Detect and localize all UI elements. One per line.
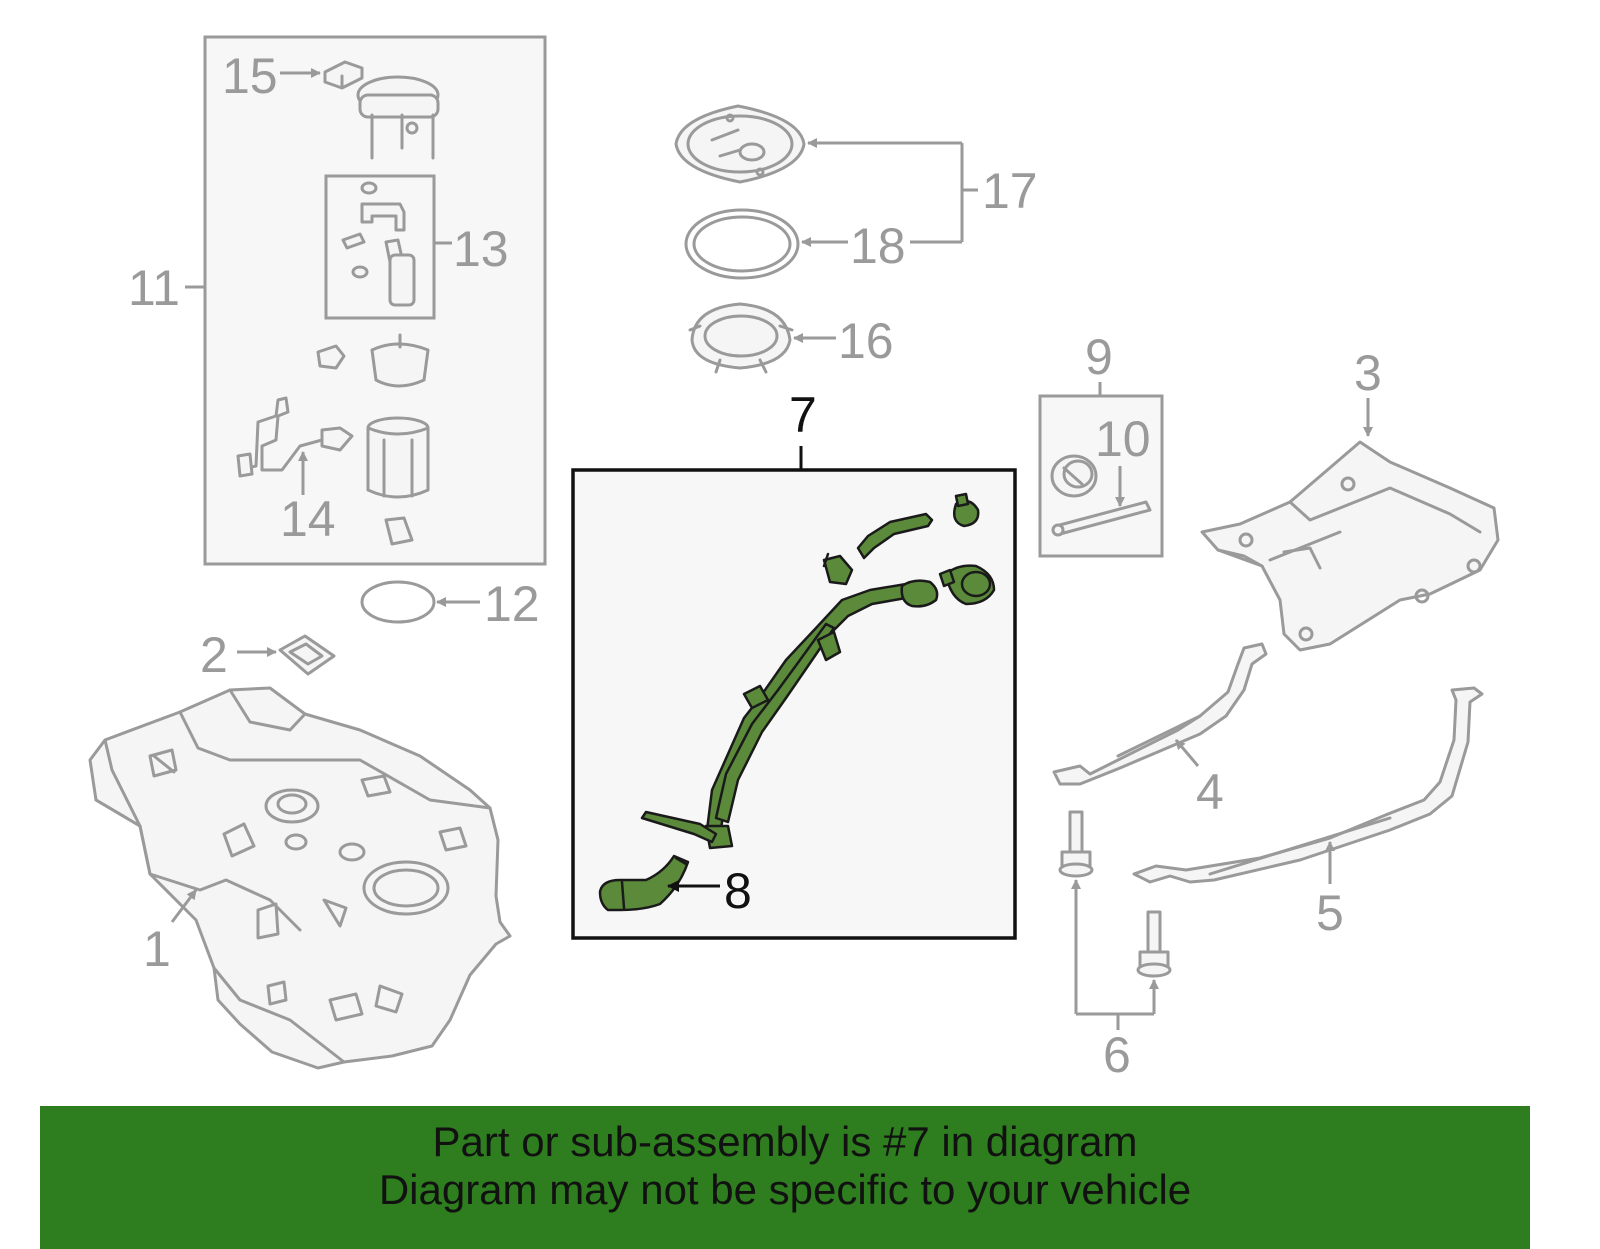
callout-13[interactable]: 13	[453, 221, 509, 277]
part-13-components[interactable]	[341, 181, 416, 307]
banner-line-2: Diagram may not be specific to your vehi…	[378, 1166, 1192, 1213]
callout-2[interactable]: 2	[200, 627, 228, 683]
part-17-cover[interactable]	[674, 104, 806, 184]
callout-17[interactable]: 17	[982, 163, 1038, 219]
sub-box-13	[324, 174, 436, 320]
part-4-strap[interactable]	[1052, 642, 1268, 786]
callout-7[interactable]: 7	[789, 387, 817, 443]
callout-14[interactable]: 14	[280, 491, 336, 547]
callout-9[interactable]: 9	[1085, 329, 1113, 385]
part-12-oring[interactable]	[360, 580, 436, 624]
part-6-bolt-a[interactable]	[1058, 810, 1094, 878]
callout-15[interactable]: 15	[222, 48, 278, 104]
part-7-filler-pipe[interactable]	[640, 492, 996, 850]
part-9-fuel-cap[interactable]	[1050, 454, 1098, 498]
filler-pipe-box	[571, 468, 1017, 940]
part-18-gasket[interactable]	[684, 208, 800, 280]
part-pump-flange[interactable]	[356, 75, 440, 160]
part-3-heat-shield[interactable]	[1200, 440, 1500, 652]
part-8-hose[interactable]	[598, 854, 690, 912]
part-16-retainer[interactable]	[688, 302, 794, 374]
callout-6[interactable]: 6	[1103, 1027, 1131, 1083]
callout-12[interactable]: 12	[484, 576, 540, 632]
callout-4[interactable]: 4	[1196, 764, 1224, 820]
callout-16[interactable]: 16	[838, 313, 894, 369]
part-5-strap[interactable]	[1132, 686, 1484, 884]
callout-11[interactable]: 11	[128, 260, 180, 316]
part-1-fuel-tank[interactable]	[88, 686, 512, 1070]
info-banner: Part or sub-assembly is #7 in diagram Di…	[40, 1106, 1530, 1249]
banner-line-1: Part or sub-assembly is #7 in diagram	[432, 1118, 1138, 1165]
part-10-tether[interactable]	[1051, 500, 1152, 537]
part-pump-regulator[interactable]	[316, 333, 430, 388]
part-14-harness[interactable]	[236, 396, 354, 478]
part-pump-reservoir[interactable]	[366, 416, 430, 546]
part-2-pad[interactable]	[278, 634, 336, 676]
part-6-bolt-b[interactable]	[1136, 910, 1172, 978]
callout-1[interactable]: 1	[143, 921, 171, 977]
callout-3[interactable]: 3	[1354, 345, 1382, 401]
callout-8[interactable]: 8	[724, 863, 752, 919]
callout-18[interactable]: 18	[850, 218, 906, 274]
callout-10[interactable]: 10	[1095, 411, 1151, 467]
callout-5[interactable]: 5	[1316, 885, 1344, 941]
part-15-connector[interactable]	[323, 60, 364, 90]
